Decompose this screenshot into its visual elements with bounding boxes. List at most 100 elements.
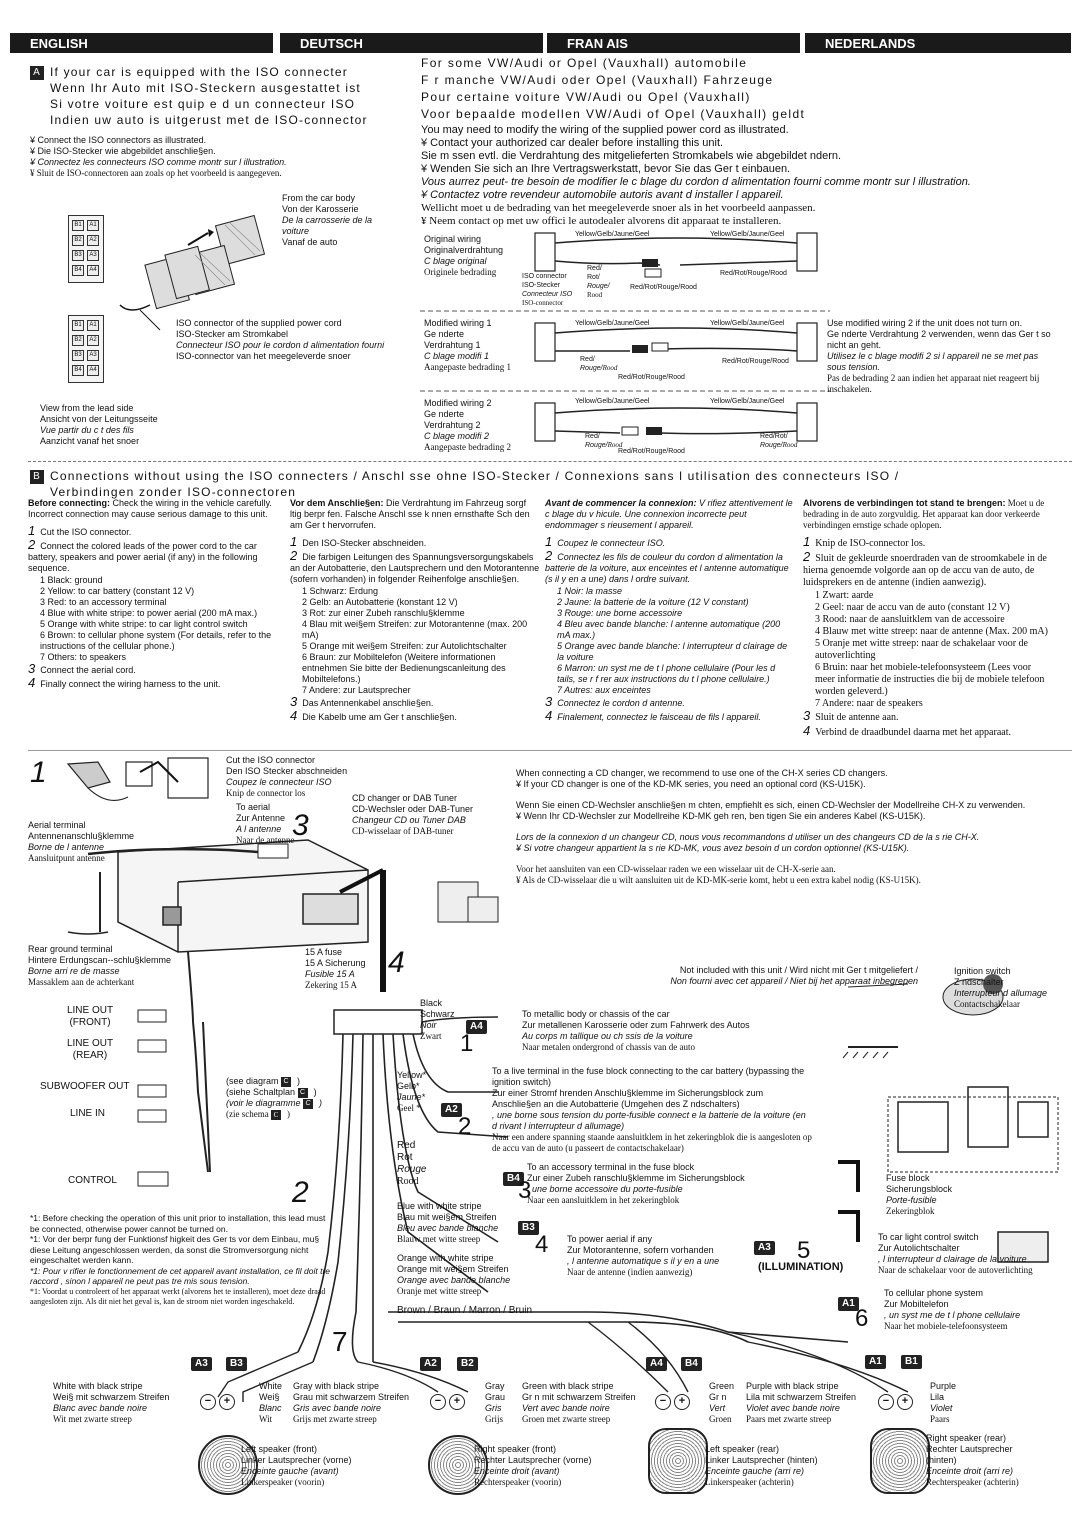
blue-desc: To power aerial if any Zur Motorantenne,… xyxy=(567,1234,720,1277)
wiring-divider xyxy=(28,750,1072,751)
section-a-headings: A If your car is equipped with the ISO co… xyxy=(30,64,410,128)
section-a-instructions: ¥ Connect the ISO connectors as illustra… xyxy=(30,135,410,179)
fuse-label: 15 A fuse 15 A Sicherung Fusible 15 A Ze… xyxy=(305,947,366,990)
orig-red-short: Red/ Rot/ Rouge/ Rood xyxy=(587,265,610,299)
wire-gray-label: Gray Grau Gris Grijs xyxy=(485,1381,506,1424)
yellow-label-mod2-left: Yellow/Gelb/Jaune/Geel xyxy=(575,398,650,405)
pin-a3-lower: A3 xyxy=(87,350,99,361)
col-en-intro: Before connecting: Check the wiring in t… xyxy=(28,498,272,519)
orange-wire-label: Orange with white stripe Orange mit wei§… xyxy=(397,1253,511,1296)
badge-a2-top: A2 xyxy=(441,1103,462,1117)
instruction-de: ¥ Die ISO-Stecker wie abgebildet anschli… xyxy=(30,146,216,156)
col-en-sublist: 1 Black: ground 2 Yellow: to car battery… xyxy=(40,575,272,662)
control-label: CONTROL xyxy=(68,1175,117,1186)
terminals-left-front: −+ xyxy=(200,1394,238,1410)
badge-a1: A1 xyxy=(865,1355,886,1369)
right-instr-2: Sie m ssen evtl. die Verdrahtung des mit… xyxy=(421,150,842,162)
section-a-letter: A xyxy=(30,65,44,80)
wire-white-black-label: White with black stripe Wei§ mit schwarz… xyxy=(53,1381,170,1424)
modified1-label: Modified wiring 1 Ge nderte Verdrahtung … xyxy=(424,318,511,372)
instruction-en: ¥ Connect the ISO connectors as illustra… xyxy=(30,135,207,145)
wire-number-5: 5 xyxy=(797,1237,811,1264)
badge-b3-mid: B3 xyxy=(518,1221,539,1235)
right-instr-3: ¥ Wenden Sie sich an Ihre Vertragswerkst… xyxy=(421,163,791,175)
cd-changer-label: CD changer or DAB Tuner CD-Wechsler oder… xyxy=(352,793,474,836)
lang-bar-francais: FRAN AIS xyxy=(547,33,800,53)
pin-b2-lower: B2 xyxy=(72,335,84,346)
right-instr-5: ¥ Contactez votre revendeur automobile a… xyxy=(421,189,784,201)
black-desc: To metallic body or chassis of the car Z… xyxy=(522,1009,750,1052)
speaker-right-front-icon xyxy=(428,1435,488,1495)
view-from-lead-label: View from the lead side Ansicht von der … xyxy=(40,403,158,446)
heading-en: If your car is equipped with the ISO con… xyxy=(50,65,348,79)
badge-a3-mid: A3 xyxy=(754,1241,775,1255)
badge-a1-mid: A1 xyxy=(838,1297,859,1311)
wire-number-4: 4 xyxy=(535,1231,549,1258)
yellow-label-mod2-right: Yellow/Gelb/Jaune/Geel xyxy=(710,398,785,405)
col-fr-intro: Avant de commencer la connexion: V rifie… xyxy=(545,498,793,530)
red-label-orig-lower: Red/Rot/Rouge/Rood xyxy=(630,284,697,291)
col-english: Before connecting: Check the wiring in t… xyxy=(28,498,283,691)
speaker-left-front-icon xyxy=(198,1435,258,1495)
heading-nl: Indien uw auto is uitgerust met de ISO-c… xyxy=(50,113,368,127)
iso-supplied-label: ISO connector of the supplied power cord… xyxy=(176,318,385,361)
section-a-right-instructions: You may need to modify the wiring of the… xyxy=(421,124,1061,228)
red-label-orig: Red/Rot/Rouge/Rood xyxy=(720,270,787,277)
red-label-mod1-lower: Red/Rot/Rouge/Rood xyxy=(618,374,685,381)
heading-right-en: For some VW/Audi or Opel (Vauxhall) auto… xyxy=(421,56,748,70)
yellow-label-mod1-right: Yellow/Gelb/Jaune/Geel xyxy=(710,320,785,327)
pin-b1: B1 xyxy=(72,220,84,231)
red-desc: To an accessory terminal in the fuse blo… xyxy=(527,1162,745,1205)
red-wire-label: Red Rot Rouge Rood xyxy=(397,1140,427,1187)
badge-b4: B4 xyxy=(681,1357,702,1371)
col-nederlands: Alvorens de verbindingen tot stand te br… xyxy=(803,498,1051,740)
iso-connector-label-small: ISO connector ISO-Stecker Connecteur ISO… xyxy=(522,273,573,307)
heading-right-de: F r manche VW/Audi oder Opel (Vauxhall) … xyxy=(421,73,774,87)
line-out-rear-label: LINE OUT(REAR) xyxy=(66,1038,114,1061)
cut-iso-label: Cut the ISO connector Den ISO Stecker ab… xyxy=(226,755,348,798)
use-modified-note: Use modified wiring 2 if the unit does n… xyxy=(827,318,1051,394)
line-out-front-label: LINE OUT(FRONT) xyxy=(66,1005,114,1028)
right-rear-speaker-label: Right speaker (rear) Rechter Lautspreche… xyxy=(926,1433,1019,1487)
instruction-nl: ¥ Sluit de ISO-connectoren aan zoals op … xyxy=(30,168,282,178)
badge-b4-mid: B4 xyxy=(503,1172,524,1186)
left-rear-speaker-label: Left speaker (rear) Linker Lautsprecher … xyxy=(705,1444,818,1487)
brown-wire-label: Brown / Braun / Marron / Bruin xyxy=(397,1305,533,1316)
yellow-label-orig-right: Yellow/Gelb/Jaune/Geel xyxy=(710,231,785,238)
col-nl-intro: Alvorens de verbindingen tot stand te br… xyxy=(803,498,1045,530)
col-de-intro: Vor dem Anschlie§en: Die Verdrahtung im … xyxy=(290,498,530,530)
wire-number-6: 6 xyxy=(855,1305,869,1332)
col-fr-sublist: 1 Noir: la masse 2 Jaune: la batterie de… xyxy=(557,586,788,695)
speaker-right-rear-icon xyxy=(870,1428,930,1494)
pin-a1-lower: A1 xyxy=(87,320,99,331)
lang-bar-deutsch: DEUTSCH xyxy=(280,33,543,53)
col-deutsch: Vor dem Anschlie§en: Die Verdrahtung im … xyxy=(290,498,540,724)
orange-desc: To car light control switch Zur Autolich… xyxy=(878,1232,1033,1275)
right-instr-0: You may need to modify the wiring of the… xyxy=(421,124,789,136)
not-included-note: Not included with this unit / Wird nicht… xyxy=(670,965,918,986)
section-b-heading-line1: Connections without using the ISO connec… xyxy=(50,469,900,483)
ignition-label: Ignition switch Z ndschalter Interrupteu… xyxy=(954,966,1048,1009)
heading-fr: Si votre voiture est quip e d un connect… xyxy=(50,97,356,111)
black-wire-label: Black Schwarz Noir Zwart xyxy=(420,998,455,1041)
iso-connector-bottom: B1 A1 B2 A2 B3 A3 B4 A4 xyxy=(68,315,104,383)
instruction-fr: ¥ Connectez les connecteurs ISO comme mo… xyxy=(30,157,287,167)
subwoofer-label: SUBWOOFER OUT xyxy=(40,1081,130,1092)
fuse-block-label: Fuse block Sicherungsblock Porte-fusible… xyxy=(886,1173,953,1216)
heading-right-fr: Pour certaine voiture VW/Audi ou Opel (V… xyxy=(421,90,751,104)
modified2-label: Modified wiring 2 Ge nderte Verdrahtung … xyxy=(424,398,511,452)
col-nl-sublist: 1 Zwart: aarde 2 Geel: naar de accu van … xyxy=(815,590,1048,709)
aerial-terminal-label: Aerial terminal Antennenanschlu§klemme B… xyxy=(28,820,135,863)
badge-a4-top: A4 xyxy=(466,1020,487,1034)
